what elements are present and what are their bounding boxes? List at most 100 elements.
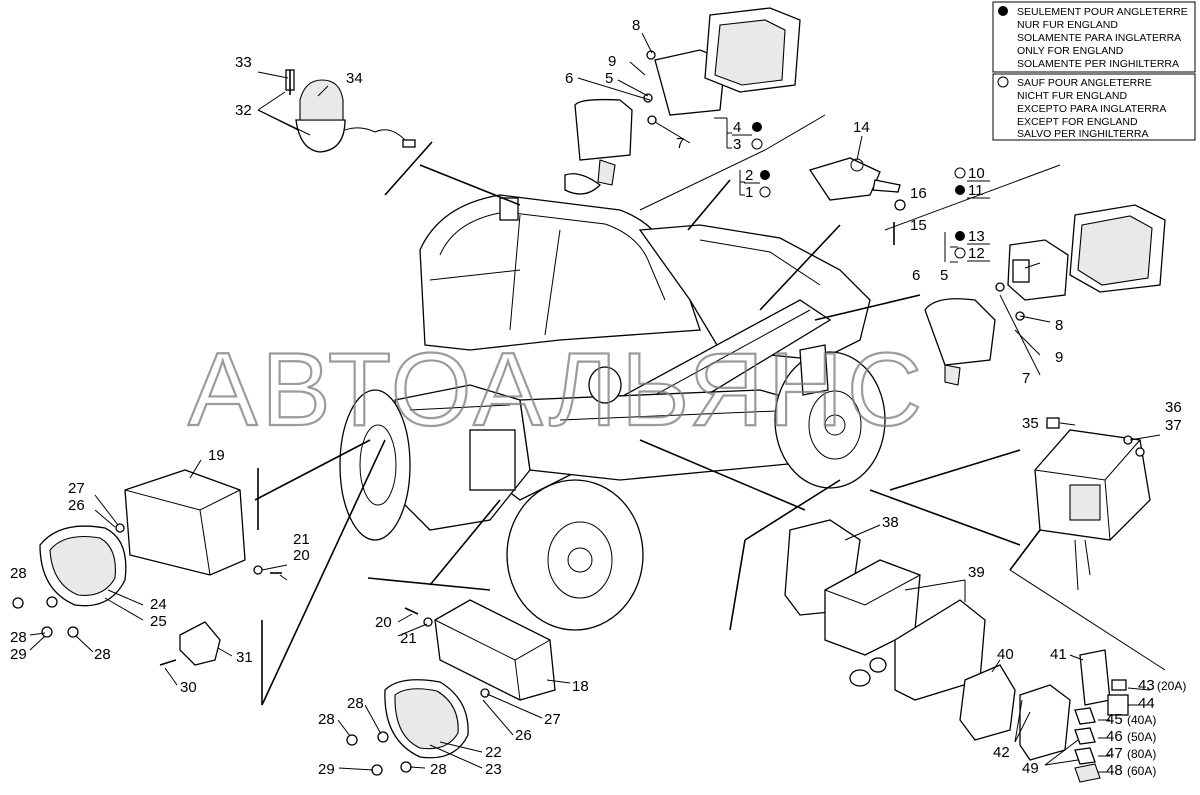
callout-27: 27	[544, 711, 561, 728]
filled-circle-icon	[752, 122, 762, 132]
callout-28: 28	[347, 695, 364, 712]
callout-28: 28	[430, 761, 447, 778]
callout-26: 26	[515, 727, 532, 744]
worklamp-front	[564, 7, 801, 195]
filled-circle-icon	[955, 231, 965, 241]
callout-28: 28	[94, 646, 111, 663]
callout-26: 26	[68, 497, 85, 514]
callout-29: 29	[10, 646, 27, 663]
callout-5: 5	[940, 267, 948, 284]
note-line: SEULEMENT POUR ANGLETERRE	[1017, 6, 1188, 18]
fuse-holders	[1019, 649, 1129, 783]
callout-underlines	[732, 134, 990, 262]
fuse-rating-46: (50A)	[1127, 730, 1156, 744]
fasteners	[12, 50, 1145, 776]
callout-29: 29	[318, 761, 335, 778]
note-line: NUR FUR ENGLAND	[1017, 19, 1118, 31]
callout-35: 35	[1022, 415, 1039, 432]
filled-circle-icon	[760, 170, 770, 180]
callout-30: 30	[180, 679, 197, 696]
callout-25: 25	[150, 613, 167, 630]
callout-15: 15	[910, 217, 927, 234]
callout-27: 27	[68, 480, 85, 497]
note-line: SALVO PER INGHILTERRA	[1017, 128, 1148, 140]
callout-9: 9	[1055, 349, 1063, 366]
callout-6: 6	[912, 267, 920, 284]
callout-43: 43	[1138, 677, 1155, 694]
callout-labels: 33 34 32 8 9 6 5 4 3 7 2 1 14 16 15 10 1…	[10, 17, 1186, 779]
callout-21: 21	[293, 531, 310, 548]
fuse-rating-45: (40A)	[1127, 713, 1156, 727]
callout-31: 31	[236, 649, 253, 666]
callout-24: 24	[150, 596, 167, 613]
callout-21: 21	[400, 630, 417, 647]
callout-22: 22	[485, 744, 502, 761]
rear-light-right	[384, 599, 556, 759]
callout-28: 28	[10, 629, 27, 646]
open-circle-icon	[759, 186, 771, 198]
callout-38: 38	[882, 514, 899, 531]
fuse-rating-47: (80A)	[1127, 747, 1156, 761]
note-line: NICHT FUR ENGLAND	[1017, 90, 1127, 102]
filled-circle-icon	[998, 6, 1008, 16]
callout-9: 9	[608, 53, 616, 70]
relay-modules	[784, 519, 1016, 741]
callout-1: 1	[745, 184, 753, 201]
callout-46: 46	[1106, 728, 1123, 745]
callout-32: 32	[235, 102, 252, 119]
callout-28: 28	[10, 565, 27, 582]
callout-7: 7	[1022, 370, 1030, 387]
note-line: SOLAMENTE PARA INGLATERRA	[1017, 32, 1181, 44]
callout-20: 20	[375, 614, 392, 631]
fuse-box-assembly	[1034, 417, 1151, 591]
telehandler-drawing	[339, 194, 886, 631]
callout-2: 2	[745, 167, 753, 184]
legend-except-england: SAUF POUR ANGLETERRE NICHT FUR ENGLAND E…	[992, 73, 1196, 141]
callout-3: 3	[733, 136, 741, 153]
callout-13: 13	[968, 228, 985, 245]
note-line: EXCEPT FOR ENGLAND	[1017, 116, 1138, 128]
callout-40: 40	[997, 646, 1014, 663]
callout-41: 41	[1050, 646, 1067, 663]
rear-light-left	[39, 469, 246, 666]
fuse-rating-48: (60A)	[1127, 764, 1156, 778]
open-circle-icon	[997, 76, 1009, 88]
callout-47: 47	[1106, 745, 1123, 762]
callout-7: 7	[676, 135, 684, 152]
callout-19: 19	[208, 447, 225, 464]
open-circle-icon	[954, 167, 966, 179]
callout-23: 23	[485, 761, 502, 778]
callout-39: 39	[968, 564, 985, 581]
callout-12: 12	[968, 245, 985, 262]
callout-18: 18	[572, 678, 589, 695]
callout-16: 16	[910, 185, 927, 202]
legend-england-only: SEULEMENT POUR ANGLETERRE NUR FUR ENGLAN…	[992, 1, 1196, 73]
callout-20: 20	[293, 547, 310, 564]
callout-11: 11	[968, 182, 984, 199]
note-line: ONLY FOR ENGLAND	[1017, 45, 1124, 57]
open-circle-icon	[751, 138, 763, 150]
note-line: SAUF POUR ANGLETERRE	[1017, 77, 1152, 89]
callout-5: 5	[605, 70, 613, 87]
watermark: АВТОАЛЬЯНС	[188, 332, 926, 448]
callout-37: 37	[1165, 417, 1182, 434]
callout-6: 6	[565, 70, 573, 87]
note-line: SOLAMENTE PER INGHILTERRA	[1017, 58, 1179, 70]
callout-34: 34	[346, 70, 363, 87]
callout-8: 8	[632, 17, 640, 34]
callout-33: 33	[235, 54, 252, 71]
callout-8: 8	[1055, 317, 1063, 334]
callout-10: 10	[968, 165, 985, 182]
filled-circle-icon	[955, 185, 965, 195]
worklamp-rear	[924, 204, 1166, 386]
callout-49: 49	[1022, 760, 1039, 777]
callout-44: 44	[1138, 695, 1155, 712]
leader-lines	[29, 32, 1161, 773]
callout-28: 28	[318, 711, 335, 728]
callout-48: 48	[1106, 762, 1123, 779]
callout-4: 4	[733, 119, 741, 136]
horn	[808, 157, 901, 201]
callout-14: 14	[853, 119, 870, 136]
